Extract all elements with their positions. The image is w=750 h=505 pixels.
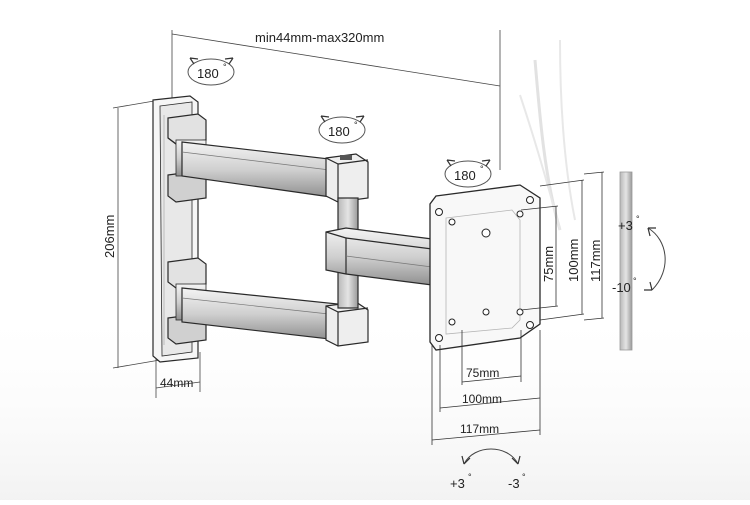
side-pole	[619, 171, 633, 351]
tilt-horizontal-indicator: +3 ° -3 °	[450, 448, 526, 491]
degree-symbol: °	[633, 276, 637, 286]
tilt-left-label: +3	[450, 476, 465, 491]
vesa-hole	[435, 334, 443, 342]
vesa-hole	[482, 308, 490, 316]
tilt-vertical-indicator: +3 ° -10 °	[612, 214, 666, 295]
rotation-badge-wall: 180 °	[187, 57, 235, 86]
plate-width-dimension: 44mm	[155, 352, 201, 398]
tilt-arc-icon	[647, 227, 666, 291]
vesa-horizontal-dimensions	[431, 330, 541, 445]
reach-label: min44mm-max320mm	[255, 30, 384, 45]
vesa-hole	[481, 228, 491, 238]
degree-symbol: °	[522, 472, 526, 482]
vesa-h-100-label: 100mm	[462, 392, 502, 406]
reach-dimension: min44mm-max320mm	[171, 30, 501, 170]
vesa-h-75-label: 75mm	[466, 366, 499, 380]
rotation-wall-label: 180	[197, 66, 219, 81]
degree-symbol: °	[468, 472, 472, 482]
degree-symbol: °	[480, 164, 484, 174]
vesa-hole	[448, 218, 456, 226]
plate-width-label: 44mm	[160, 376, 193, 390]
degree-symbol: °	[223, 62, 227, 72]
tilt-down-label: -10	[612, 280, 631, 295]
vesa-v-100-label: 100mm	[566, 239, 581, 282]
rotation-arm-label: 180	[328, 124, 350, 139]
degree-symbol: °	[354, 120, 358, 130]
tilt-up-label: +3	[618, 218, 633, 233]
upper-arm	[181, 141, 369, 203]
vesa-hole	[526, 196, 534, 204]
vesa-hole	[526, 321, 534, 329]
degree-symbol: °	[636, 214, 640, 224]
rotation-head-label: 180	[454, 168, 476, 183]
height-dimension: 206mm	[102, 99, 161, 369]
lower-arm	[181, 287, 369, 347]
vesa-v-117-label: 117mm	[588, 240, 603, 282]
vesa-hole	[516, 308, 524, 316]
vesa-plate	[429, 184, 541, 351]
vesa-v-75-label: 75mm	[541, 246, 556, 282]
vesa-hole	[435, 208, 443, 216]
height-label: 206mm	[102, 215, 117, 258]
vesa-hole	[448, 318, 456, 326]
vesa-vertical-dimensions	[520, 171, 605, 321]
rotation-badge-head: 180 °	[444, 159, 492, 188]
tilt-right-label: -3	[508, 476, 520, 491]
vesa-h-117-label: 117mm	[460, 422, 499, 436]
tilt-arc-icon	[463, 448, 519, 465]
rotation-badge-arm: 180 °	[318, 115, 366, 144]
vesa-hole	[516, 210, 524, 218]
elbow-post	[337, 197, 359, 309]
